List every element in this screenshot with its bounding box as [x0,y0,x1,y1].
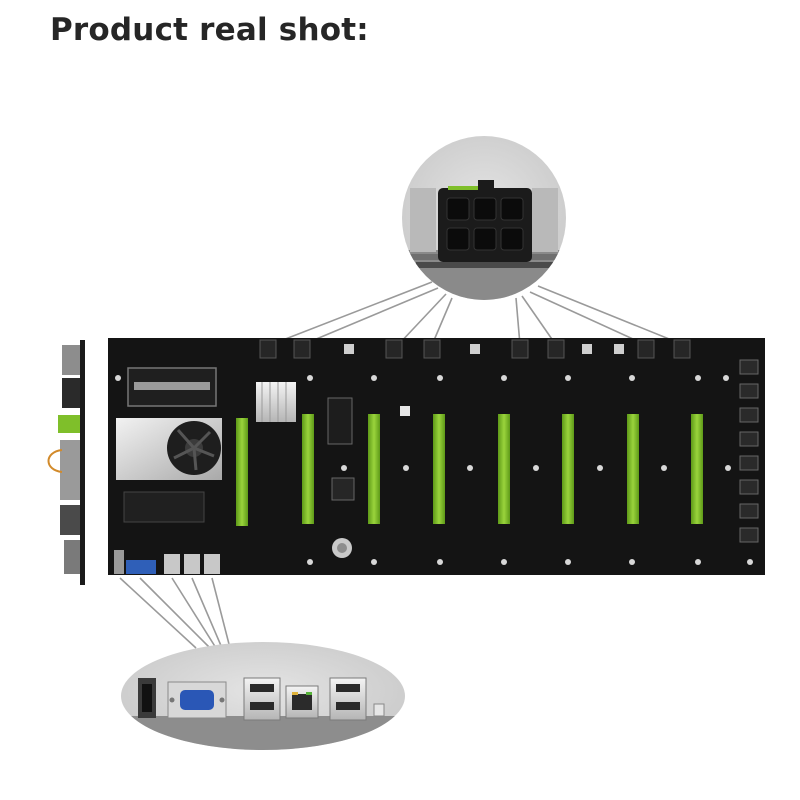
pcie-slot [691,414,703,524]
bottom-callout-lines [119,577,231,649]
pcie-slot [498,414,510,524]
pcie-slot [302,414,314,524]
pcie-slots [236,414,703,526]
mounting-holes [115,375,753,565]
usb-port-icon [243,677,281,721]
board-side-view [47,340,85,585]
pcie-slot [562,414,574,524]
cpu-fan-icon [116,418,222,480]
pcie-slot [627,414,639,524]
usb-port-icon [329,677,367,721]
pcie-slot [236,418,248,526]
hdmi-port-icon [138,678,156,718]
power-connector-icons [259,339,691,359]
right-edge-connectors [739,359,759,543]
pcie-slot [433,414,445,524]
page-title: Product real shot: [50,12,369,48]
vga-port-icon [167,681,227,719]
io-ports-callout [121,642,405,750]
ethernet-port-icon [285,685,319,719]
top-callout-lines [269,281,685,346]
pcie-slot [368,414,380,524]
motherboard-image [108,338,765,575]
